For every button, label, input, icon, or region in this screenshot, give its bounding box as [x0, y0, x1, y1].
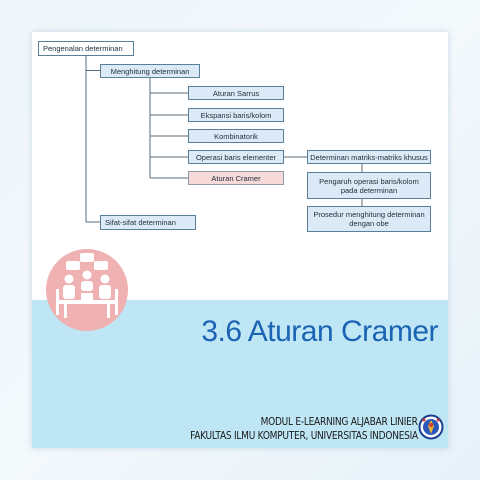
node-determinan-matriks-khusus: Determinan matriks-matriks khusus [307, 150, 431, 164]
node-prosedur-obe: Prosedur menghitung determinan dengan ob… [307, 206, 431, 232]
university-seal-icon [418, 411, 444, 443]
node-pengenalan-determinan: Pengenalan determinan [38, 41, 134, 56]
node-menghitung-determinan: Menghitung determinan [100, 64, 200, 78]
section-title: 3.6 Aturan Cramer [201, 315, 438, 348]
node-kombinatorik: Kombinatorik [188, 129, 284, 143]
meeting-people-icon [46, 249, 128, 331]
node-pengaruh-operasi-baris: Pengaruh operasi baris/kolom pada determ… [307, 172, 431, 199]
node-aturan-cramer: Aturan Cramer [188, 171, 284, 185]
node-operasi-baris-elementer: Operasi baris elementer [188, 150, 284, 164]
node-ekspansi-baris-kolom: Ekspansi baris/kolom [188, 108, 284, 122]
node-sifat-determinan: Sifat-sifat determinan [100, 215, 196, 230]
slide: Pengenalan determinan Menghitung determi… [32, 32, 448, 448]
footer-faculty-name: FAKULTAS ILMU KOMPUTER, UNIVERSITAS INDO… [190, 430, 418, 442]
footer-module-name: MODUL E-LEARNING ALJABAR LINIER [260, 416, 418, 428]
diagram-connectors [85, 56, 363, 223]
node-aturan-sarrus: Aturan Sarrus [188, 86, 284, 100]
